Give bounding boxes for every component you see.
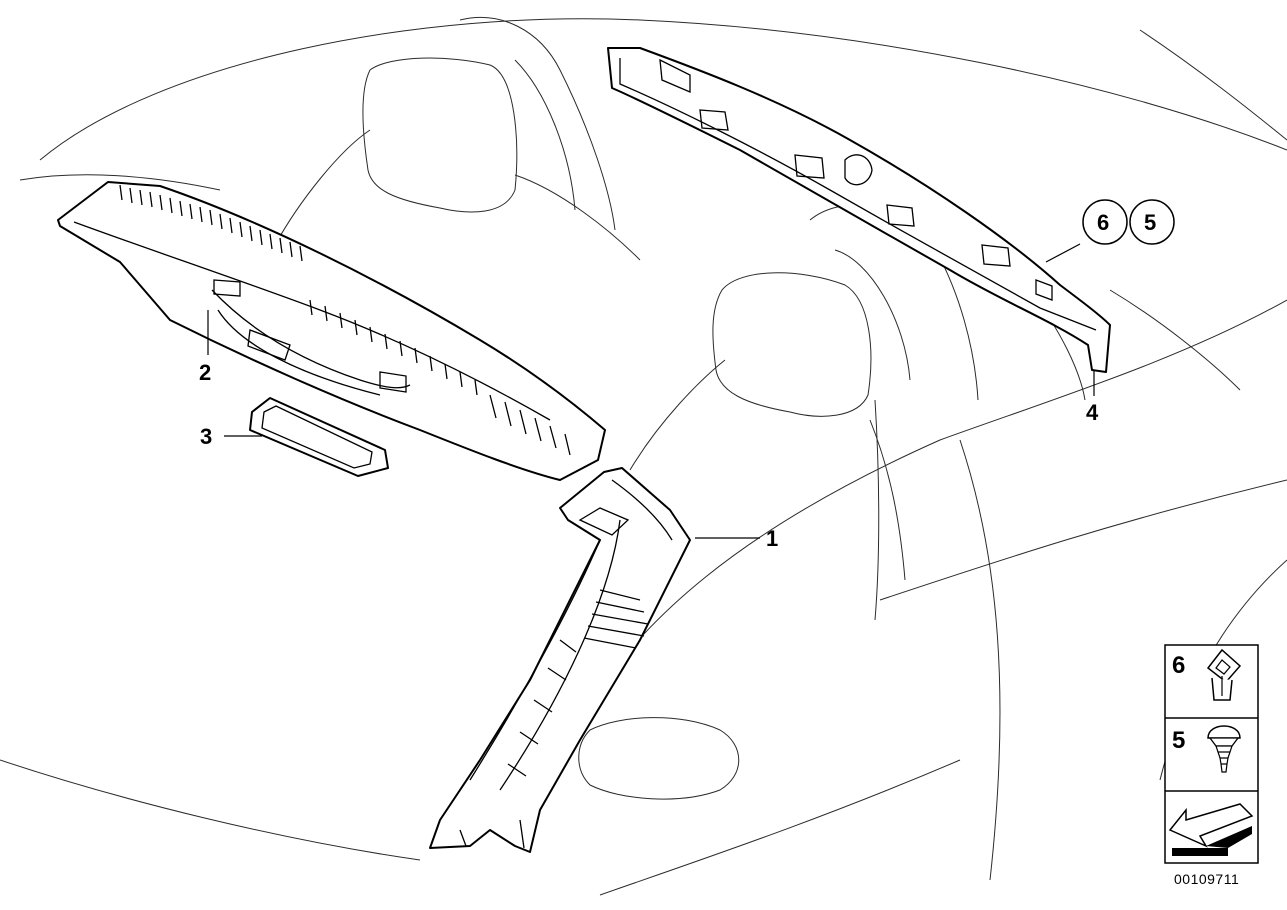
callout-circle-6-label: 6 xyxy=(1097,210,1109,235)
legend-label-5: 5 xyxy=(1172,727,1185,754)
callout-circle-5-label: 5 xyxy=(1144,210,1156,235)
expanding-rivet-icon xyxy=(1207,725,1241,773)
callout-part-2: 2 xyxy=(199,360,211,385)
callout-circle-6 xyxy=(1082,199,1128,245)
seat-left-outline xyxy=(274,16,641,261)
headrest-right-outline xyxy=(578,717,740,800)
legend: 6 5 00109711 xyxy=(1164,644,1259,887)
legend-label-6: 6 xyxy=(1172,652,1185,679)
seat-right-outline xyxy=(629,204,1241,621)
callout-part-4: 4 xyxy=(1086,400,1099,425)
callout-part-1: 1 xyxy=(766,526,778,551)
part-2-upper-trim-panel xyxy=(57,181,606,481)
leader-circle-6 xyxy=(1045,243,1081,263)
callout-circle-5 xyxy=(1129,199,1175,245)
leader-lines xyxy=(207,243,1095,539)
callout-part-3: 3 xyxy=(200,424,212,449)
car-interior-outline xyxy=(0,18,1287,896)
part-4-rear-trim-panel xyxy=(607,47,1111,373)
clip-nut-icon xyxy=(1206,648,1242,701)
document-number: 00109711 xyxy=(1174,871,1239,887)
part-1-pillar-trim xyxy=(429,467,691,853)
arrow-icon xyxy=(1168,803,1254,856)
callouts: 1 2 3 4 6 5 xyxy=(199,199,1175,551)
part-3-cover-frame xyxy=(249,397,389,477)
